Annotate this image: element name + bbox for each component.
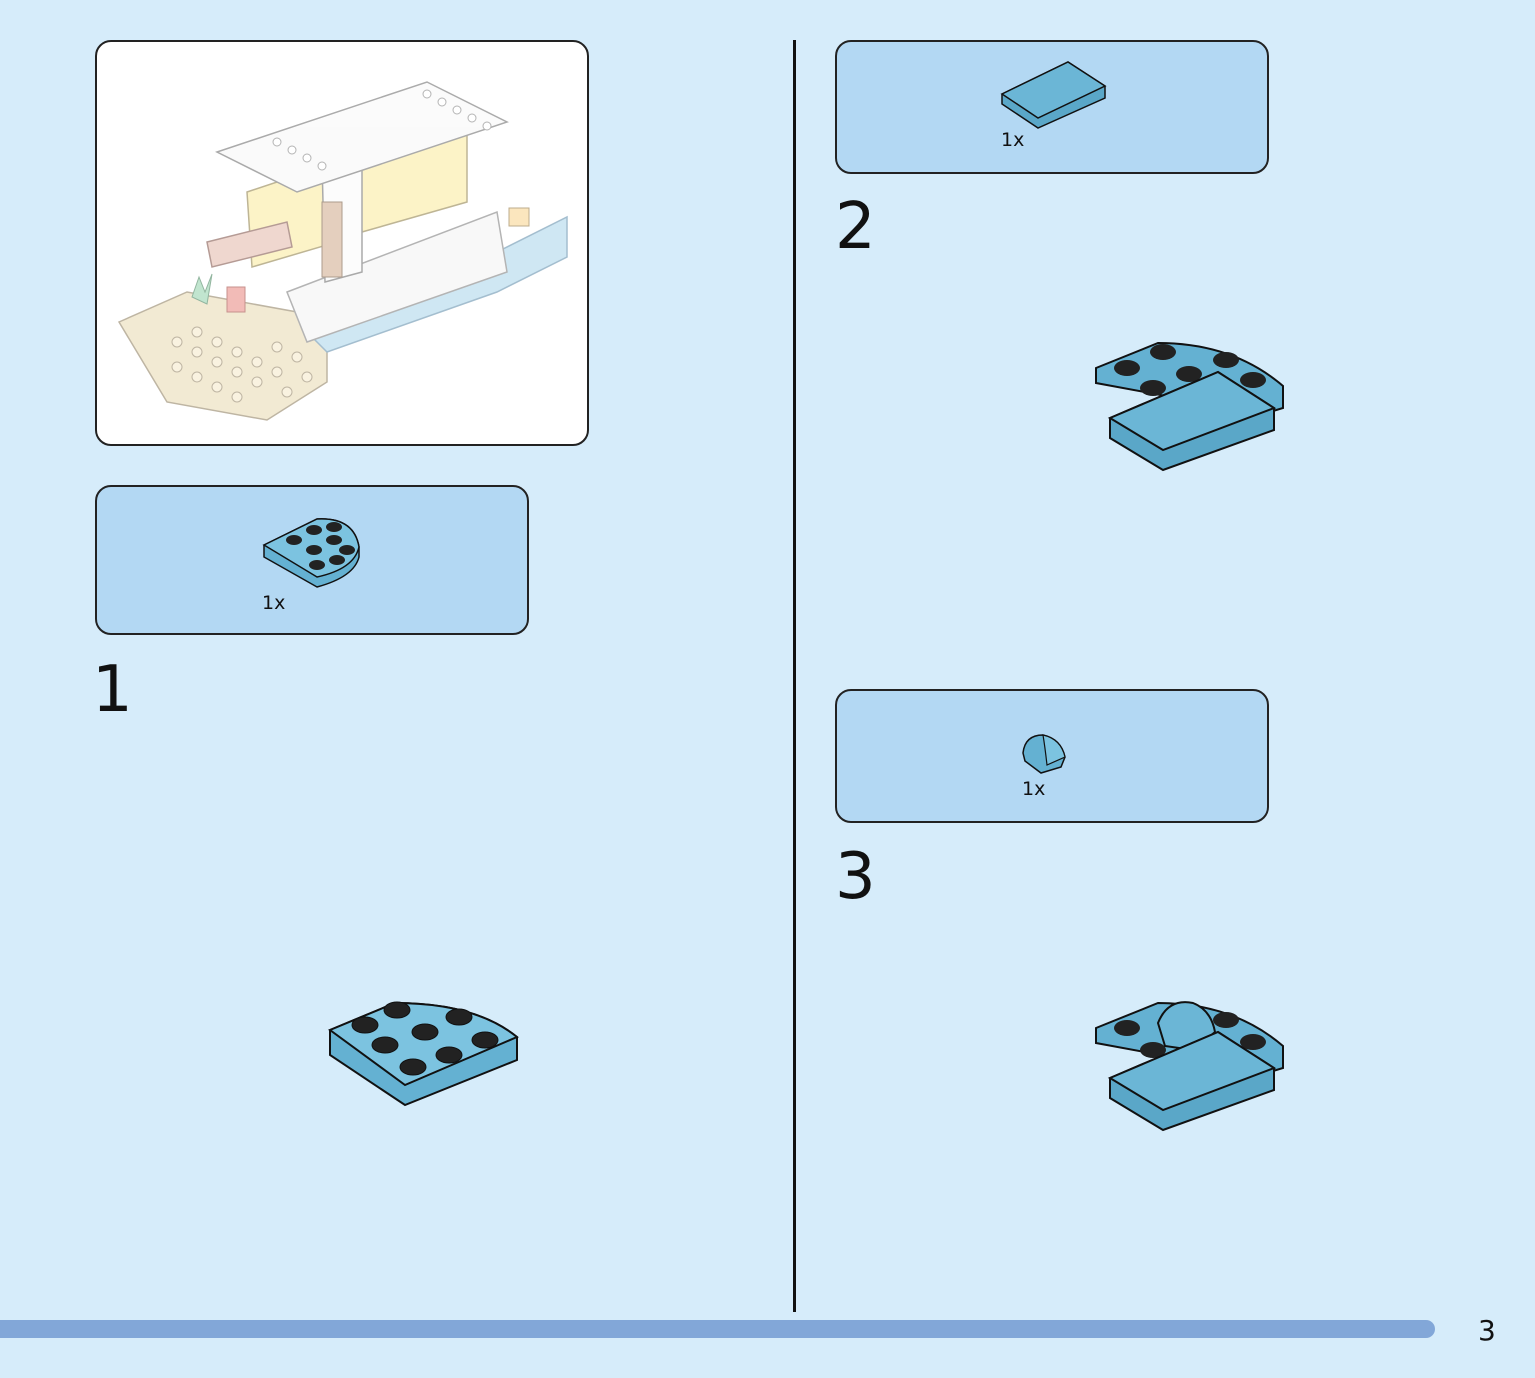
step-3-assembly [1095,1001,1284,1132]
tile-2x3-icon [1000,61,1107,129]
parts-box-step-3: 1x [835,689,1269,823]
part-quantity: 1x [1022,778,1046,800]
part-quantity: 1x [262,592,286,614]
progress-bar [0,1320,1435,1338]
parts-box-step-2: 1x [835,40,1269,174]
parts-box-step-1: 1x [95,485,529,635]
model-preview-panel [95,40,589,446]
page-number: 3 [1478,1314,1496,1347]
part-quantity: 1x [1001,129,1025,151]
step-1-assembly [327,1001,519,1107]
step-number-3: 3 [835,840,876,914]
curved-slope-icon [1022,734,1066,774]
houseboat-preview-illustration [117,81,568,421]
column-divider [793,40,796,1312]
step-number-1: 1 [92,653,133,727]
step-number-2: 2 [835,190,876,264]
quarter-round-plate-icon [262,518,360,588]
step-2-assembly [1095,341,1284,472]
